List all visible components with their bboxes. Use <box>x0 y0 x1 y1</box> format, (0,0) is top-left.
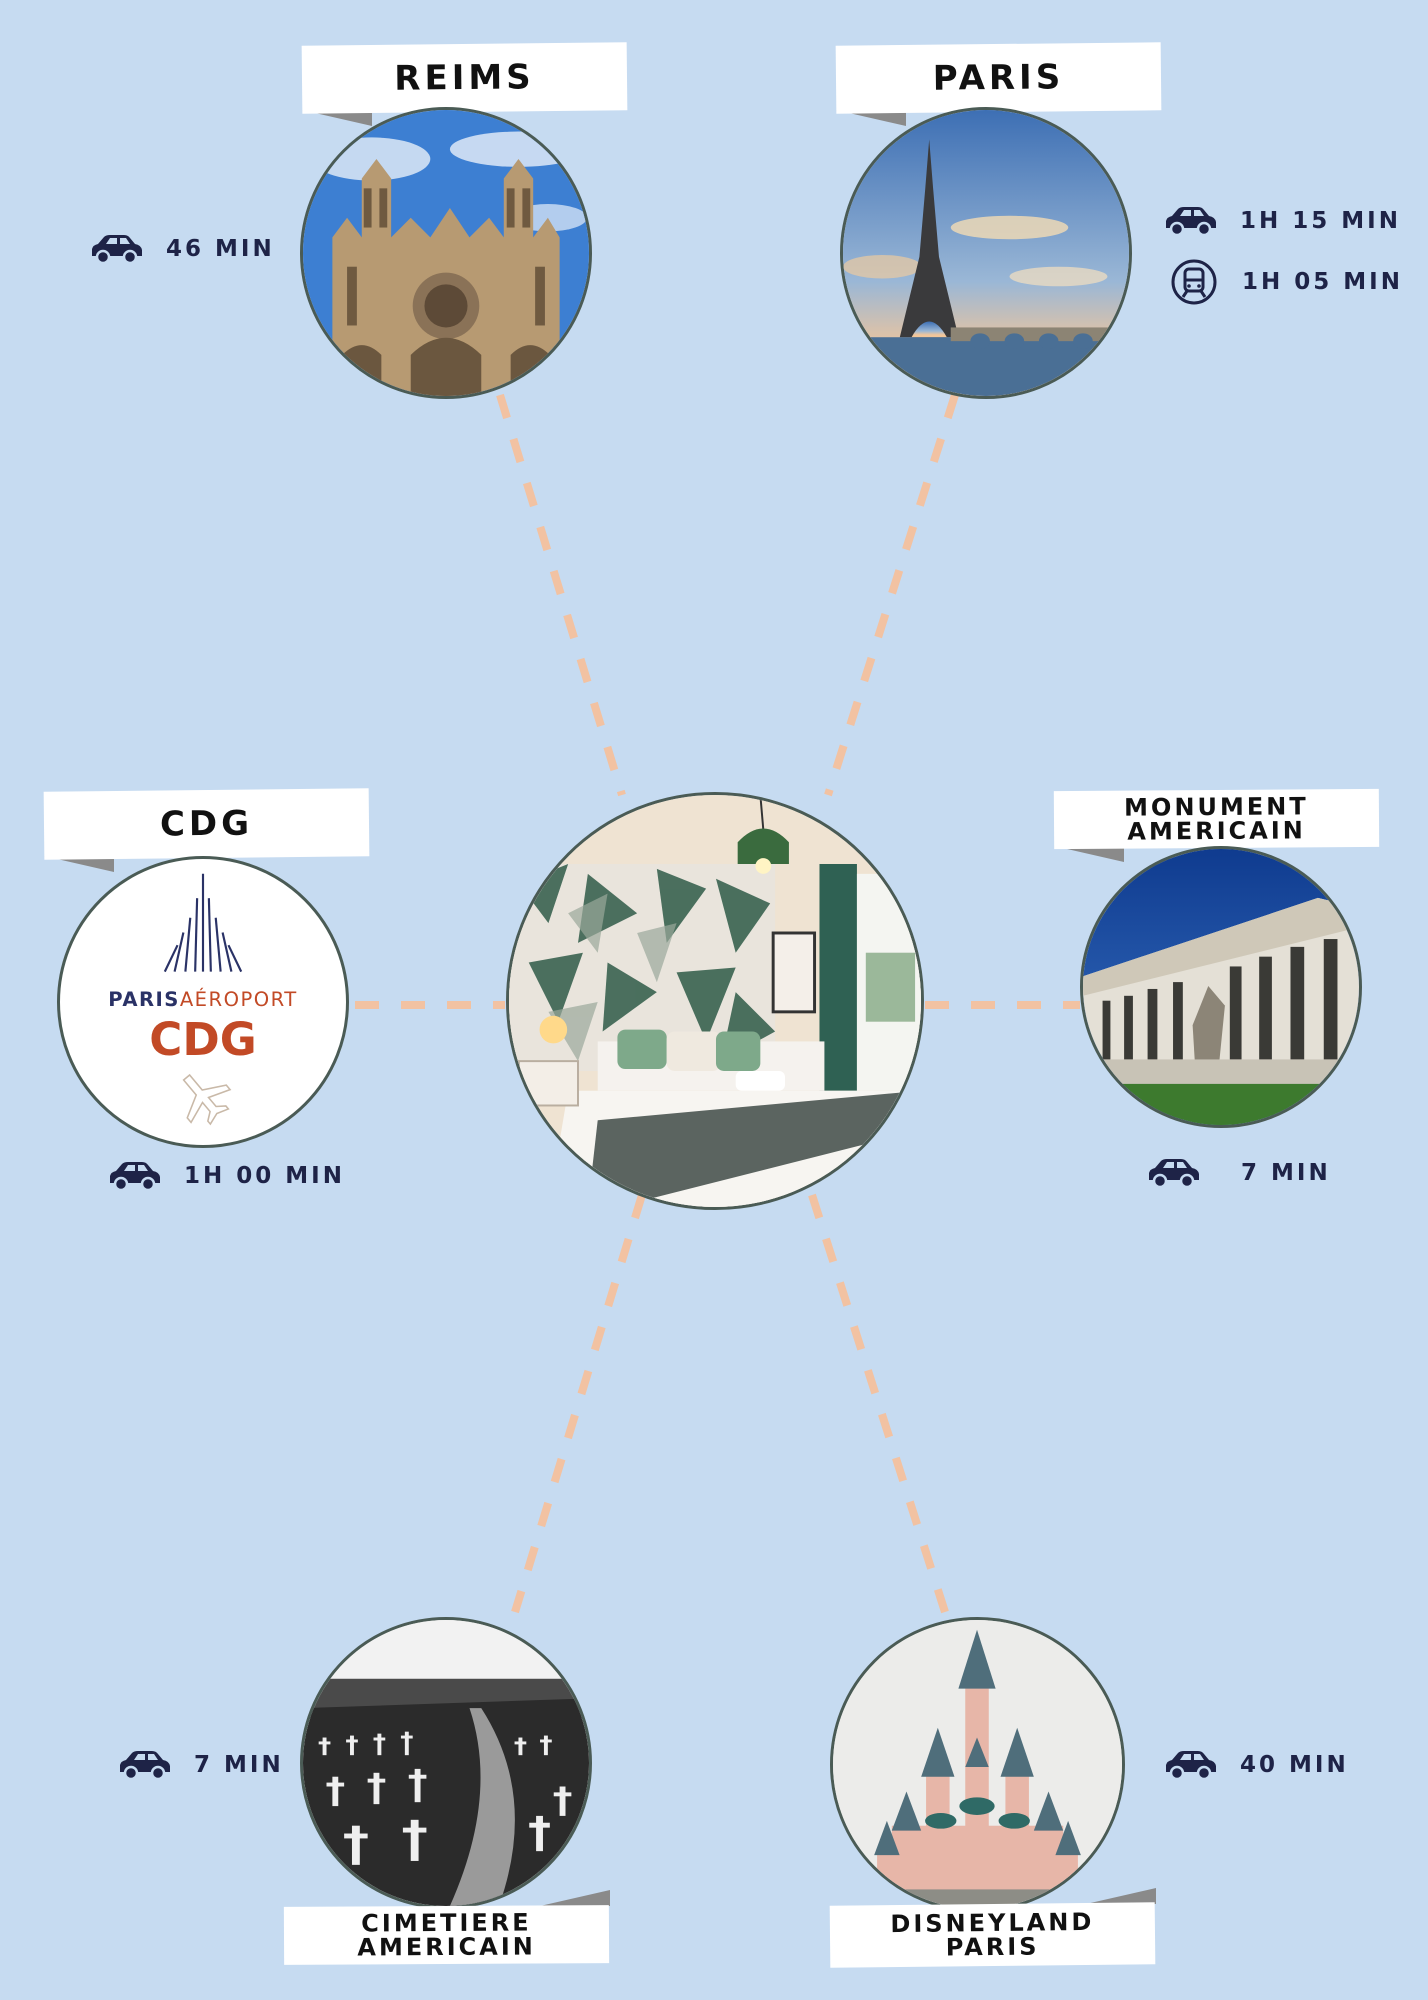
monument-image <box>1083 849 1359 1125</box>
label-monument-americain: MONUMENT AMERICAIN <box>1053 788 1380 850</box>
cemetery-image <box>303 1620 589 1906</box>
paris-aeroport-logo: PARISAÉROPORT CDG <box>108 873 297 1126</box>
eiffel-tower-image <box>843 110 1129 396</box>
car-icon <box>92 235 142 264</box>
travel-time-cdg-car: 1H 00 MIN <box>106 1161 345 1191</box>
castle-image <box>833 1620 1122 1909</box>
label-cdg: CDG <box>43 788 370 860</box>
connector-cimetiere <box>511 1193 646 1614</box>
travel-time-disneyland-car: 40 MIN <box>1162 1750 1349 1780</box>
car-icon <box>120 1751 170 1780</box>
connector-paris <box>824 393 959 797</box>
photo-reims-cathedral <box>300 107 592 399</box>
car-icon <box>1149 1159 1199 1188</box>
connector-reims <box>496 393 626 797</box>
travel-time-paris-train: 1H 05 MIN <box>1170 258 1403 306</box>
travel-time-reims-car: 46 MIN <box>88 234 275 264</box>
plane-icon <box>182 1073 232 1126</box>
train-icon <box>1171 259 1217 305</box>
photo-cimetiere-americain <box>300 1617 592 1909</box>
cross-rows <box>318 1731 572 1865</box>
photo-cdg-logo: PARISAÉROPORT CDG <box>57 856 349 1148</box>
label-paris: PARIS <box>835 42 1162 114</box>
connector-disneyland <box>808 1193 949 1614</box>
center-photo-bedroom <box>506 792 924 1210</box>
car-icon <box>1166 1751 1216 1780</box>
logo-code-text: CDG <box>149 1013 256 1066</box>
bedroom-image <box>509 795 921 1207</box>
label-reims: REIMS <box>301 42 628 114</box>
reims-cathedral-image <box>303 110 589 396</box>
car-icon <box>110 1162 160 1191</box>
travel-time-monument-car: 7 MIN <box>1145 1158 1331 1188</box>
car-icon <box>1166 207 1216 236</box>
logo-brand-text: PARISAÉROPORT <box>108 988 297 1011</box>
label-disneyland-paris: DISNEYLAND PARIS <box>829 1902 1156 1968</box>
photo-paris-eiffel <box>840 107 1132 399</box>
photo-disneyland-castle <box>830 1617 1125 1912</box>
photo-monument-americain <box>1080 846 1362 1128</box>
travel-time-cimetiere-car: 7 MIN <box>116 1750 284 1780</box>
travel-time-paris-car: 1H 15 MIN <box>1162 206 1401 236</box>
label-cimetiere-americain: CIMETIERE AMERICAIN <box>283 1905 610 1965</box>
